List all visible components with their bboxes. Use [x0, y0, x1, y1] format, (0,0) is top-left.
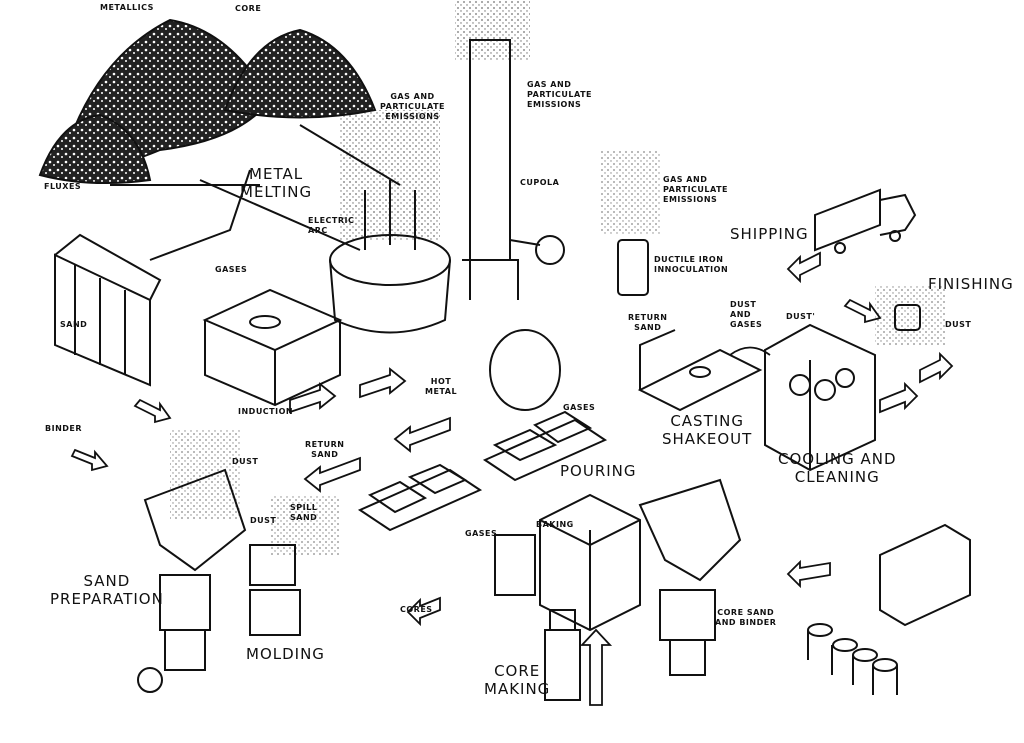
label-gases-pouring: GASES: [563, 403, 596, 412]
shakeout-grate: [637, 329, 763, 412]
sand-preparation-hopper: [137, 430, 247, 693]
induction-furnace: [202, 288, 343, 407]
label-return-sand-main: RETURN SAND: [305, 440, 345, 459]
fluxes-pile: [38, 113, 152, 185]
label-dust-finishing: DUST: [945, 320, 972, 329]
label-emissions-arc: GAS AND PARTICULATE EMISSIONS: [380, 92, 446, 121]
label-core-making: CORE MAKING: [484, 662, 551, 698]
label-core: CORE: [235, 4, 262, 13]
label-cooling-cleaning: COOLING AND CLEANING: [778, 450, 897, 486]
molding-machine: [249, 495, 340, 636]
label-dust-cooling: DUST': [786, 312, 816, 321]
label-sand: SAND: [60, 320, 88, 329]
finishing-grinder: [875, 285, 945, 345]
label-gases-induction: GASES: [215, 265, 248, 274]
core-sand-hopper: [638, 478, 742, 676]
label-baking: BAKING: [536, 520, 574, 529]
label-ductile-iron: DUCTILE IRON INNOCULATION: [654, 255, 729, 274]
label-binder: BINDER: [45, 424, 83, 433]
label-cores: CORES: [400, 605, 433, 614]
material-path: [110, 124, 401, 261]
ductile-iron-ladle: [600, 150, 660, 296]
label-hot-metal: HOT METAL: [425, 377, 458, 396]
binder-sacks: [879, 523, 971, 627]
label-casting-shakeout: CASTING SHAKEOUT: [662, 412, 753, 448]
electric-arc-furnace: [329, 110, 451, 334]
label-fluxes: FLUXES: [44, 182, 82, 191]
label-pouring: POURING: [560, 462, 637, 480]
core-pile: [223, 28, 377, 119]
label-shipping: SHIPPING: [730, 225, 809, 243]
label-emissions-cupola: GAS AND PARTICULATE EMISSIONS: [527, 80, 593, 109]
label-metallics: METALLICS: [100, 3, 154, 12]
label-electric-arc: ELECTRIC ARC: [308, 216, 355, 235]
flow-arrows: [70, 251, 954, 706]
label-core-sand-binder: CORE SAND AND BINDER: [715, 608, 777, 627]
label-dust-and-gases: DUST AND GASES: [730, 300, 763, 329]
cooling-cleaning-machine: [764, 323, 876, 472]
label-molding: MOLDING: [246, 645, 325, 663]
label-dust-molding: DUST: [250, 516, 277, 525]
binder-drums: [807, 623, 898, 695]
core-making-machine: [544, 609, 581, 701]
label-metal-melting: METAL MELTING: [240, 165, 313, 201]
core-baking-oven: [494, 493, 641, 632]
label-emissions-ductile: GAS AND PARTICULATE EMISSIONS: [663, 175, 729, 204]
label-gases-baking: GASES: [465, 529, 498, 538]
shipping-truck: [814, 188, 917, 254]
pouring-station: [357, 329, 608, 532]
label-finishing: FINISHING: [928, 275, 1014, 293]
label-dust-sandprep: DUST: [232, 457, 259, 466]
label-spill-sand: SPILL SAND: [290, 503, 318, 522]
sand-rail-car: [54, 233, 162, 387]
cupola: [455, 0, 565, 300]
label-induction: INDUCTION: [238, 407, 294, 416]
label-sand-preparation: SAND PREPARATION: [50, 572, 164, 608]
label-cupola: CUPOLA: [520, 178, 560, 187]
label-return-sand-shakeout: RETURN SAND: [628, 313, 668, 332]
